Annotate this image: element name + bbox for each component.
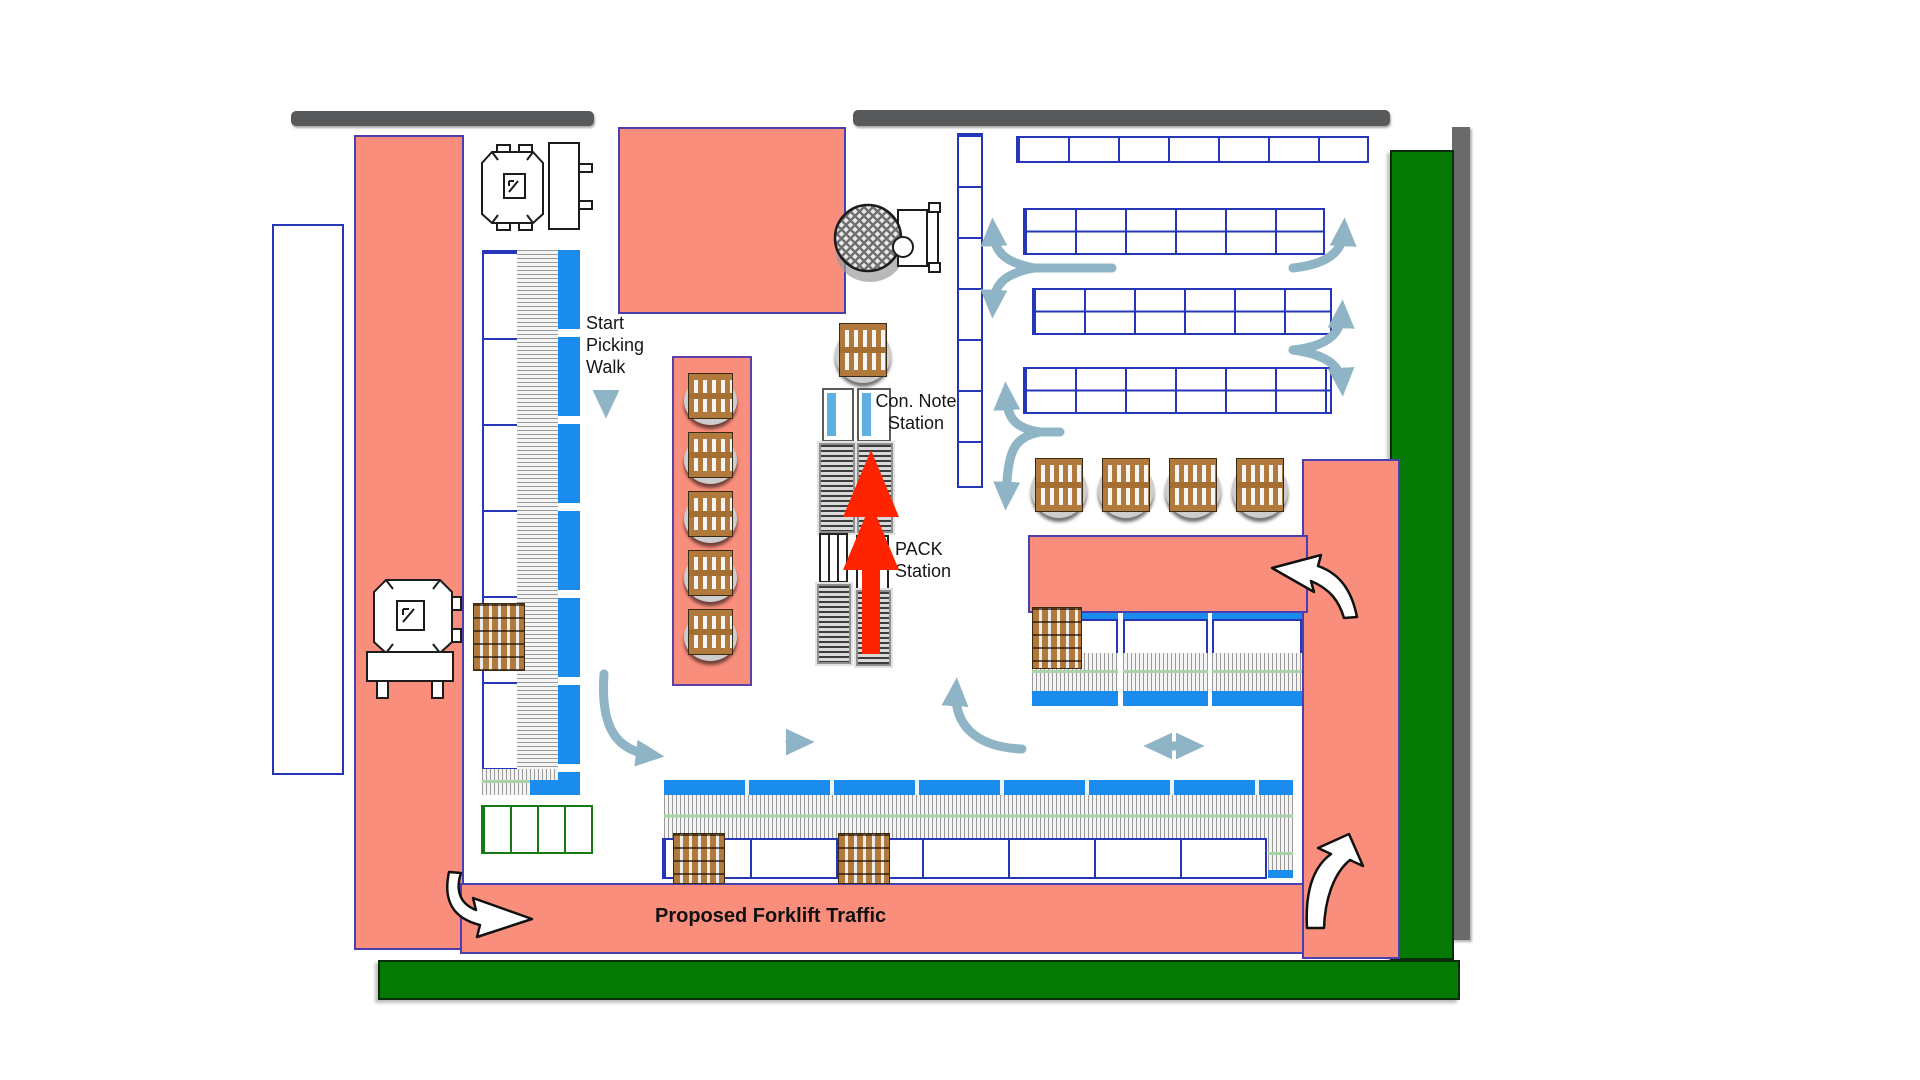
bottom-rack-flow-shelf: [664, 795, 1293, 838]
left-rack-cells: [482, 250, 519, 771]
conveyor-icon: [817, 584, 851, 664]
cr-rack2-blue-top: [1123, 613, 1208, 619]
pallet-icon: [1232, 458, 1288, 518]
pallet-icon: [684, 550, 737, 602]
traffic-zone-bottom: [460, 883, 1304, 954]
right-rack-row2: [1023, 208, 1325, 255]
con-note-station-unit: [857, 388, 891, 442]
pack-station-label: PACK Station: [895, 539, 952, 581]
forklift-traffic-label: Proposed Forklift Traffic: [655, 905, 887, 927]
bottom-rack-end-face: [1268, 870, 1293, 878]
spool-trolley-icon: [833, 202, 941, 282]
start-picking-walk-label: Start Picking Walk: [586, 313, 645, 377]
wall-top-right: [853, 110, 1390, 126]
wall-right-gray: [1452, 127, 1470, 940]
bottom-rack-blue-face: [664, 780, 1293, 795]
pallet-icon: [684, 432, 737, 484]
right-rack-row1: [1016, 136, 1369, 163]
conveyor-icon: [819, 443, 855, 533]
pallet-icon: [1031, 458, 1087, 518]
pallet-icon: [684, 491, 737, 543]
pallet-stack-icon: [473, 603, 525, 671]
left-rack-blue-face: [558, 250, 580, 795]
cr-rack3-cells: [1212, 619, 1302, 655]
pallet-icon: [1098, 458, 1154, 518]
pallet-icon: [684, 609, 737, 661]
pallet-icon: [1165, 458, 1221, 518]
conveyor-icon: [857, 443, 893, 533]
left-rack-flow-shelf: [517, 250, 558, 795]
con-note-station-label: Con. Note Station: [875, 391, 957, 433]
green-cell-row: [481, 805, 593, 854]
pallet-stack-icon: [673, 833, 725, 884]
staging-zone-top-center: [618, 127, 846, 314]
machine-icon: [481, 142, 593, 231]
bottom-rack-end-shelf: [1268, 838, 1293, 870]
station-bar: [827, 393, 836, 436]
room-left: [272, 224, 344, 775]
pack-station-unit: [856, 535, 889, 591]
right-rack-row3: [1032, 288, 1332, 335]
bottom-rack-cells: [662, 838, 1267, 879]
cr-rack1-blue-face: [1032, 691, 1118, 706]
left-rack-end-face: [530, 780, 572, 795]
con-note-station-unit: [822, 388, 854, 442]
cr-rack2-blue-face: [1123, 691, 1208, 706]
traffic-zone-left: [354, 135, 464, 950]
center-vertical-rack: [957, 133, 983, 488]
wall-bottom-green: [378, 960, 1460, 1000]
pack-station-unit: [819, 533, 848, 583]
station-bar: [862, 393, 871, 436]
cr-rack3-flow-shelf: [1212, 653, 1302, 691]
traffic-zone-center-right: [1028, 535, 1308, 613]
pallet-icon: [684, 373, 737, 425]
conveyor-icon: [856, 590, 891, 666]
right-rack-row4: [1023, 367, 1332, 414]
cr-rack2-flow-shelf: [1123, 653, 1208, 691]
cr-rack3-blue-top: [1212, 613, 1302, 619]
wall-top-left: [291, 111, 594, 126]
pallet-icon: [835, 323, 891, 383]
cr-rack2-cells: [1123, 619, 1208, 655]
cr-rack3-blue-face: [1212, 691, 1302, 706]
traffic-zone-right: [1302, 459, 1400, 959]
pallet-stack-icon: [1032, 607, 1082, 669]
pallet-stack-icon: [838, 833, 890, 884]
